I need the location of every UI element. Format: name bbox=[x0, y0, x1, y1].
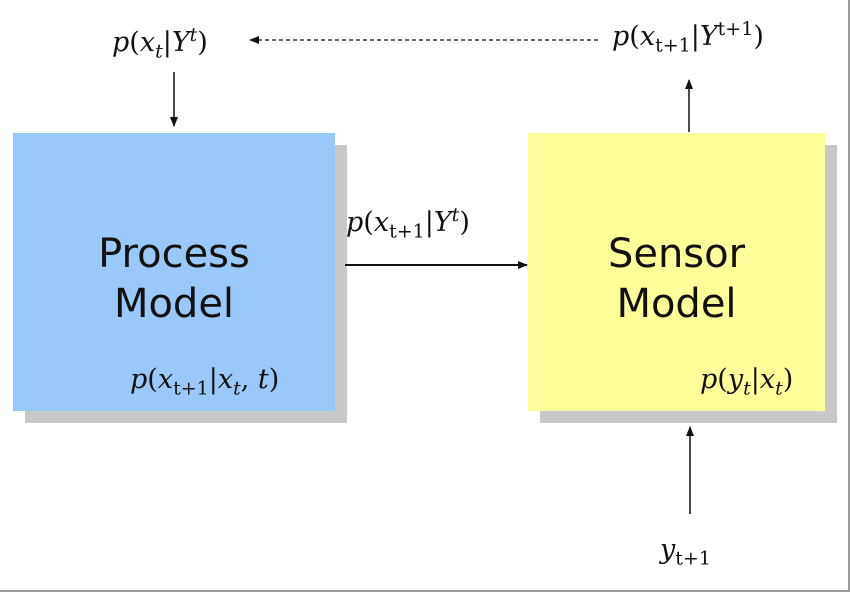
measurement-label: yt+1 bbox=[660, 534, 711, 570]
prediction-label: p(xt+1|Yt) bbox=[346, 204, 470, 243]
sensor-model-title-line1: Sensor bbox=[607, 231, 746, 277]
sensor-model-formula: p(yt|xt) bbox=[700, 364, 794, 400]
sensor-model-box: Sensor Model bbox=[528, 133, 825, 411]
process-model-title-line2: Model bbox=[113, 281, 235, 327]
process-model-box: Process Model bbox=[13, 133, 335, 411]
sensor-model-title-line2: Model bbox=[616, 281, 737, 327]
process-model-title-line1: Process bbox=[98, 231, 250, 277]
process-model-formula: p(xt+1|xt, t) bbox=[130, 364, 280, 400]
prior-label: p(xt|Yt) bbox=[112, 24, 208, 63]
posterior-label: p(xt+1|Yt+1) bbox=[612, 18, 764, 57]
